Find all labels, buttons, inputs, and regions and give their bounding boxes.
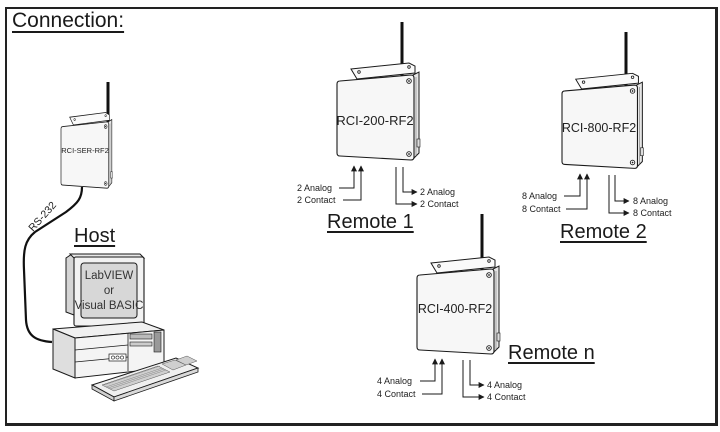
remote-2-output-analog: 8 Analog (633, 196, 668, 206)
remote-1-output-contact: 2 Contact (420, 199, 459, 209)
remote-n-input-analog: 4 Analog (377, 376, 412, 386)
remote-n-output-analog: 4 Analog (487, 380, 522, 390)
remote-n-output-contact: 4 Contact (487, 392, 526, 402)
remote-2-device: RCI-800-RF2 8 Analog 8 Contact 8 Analog … (522, 32, 672, 218)
diagram-title: Connection: (12, 9, 125, 32)
remote-n-caption: Remote n (508, 342, 595, 364)
host-device-label: RCI-SER-RF2 (61, 146, 109, 155)
screen-line-1: LabVIEW (85, 270, 134, 282)
remote-1-device-label: RCI-200-RF2 (336, 113, 413, 128)
screen-line-3: Visual BASIC (75, 300, 144, 312)
remote-2-device-label: RCI-800-RF2 (562, 121, 636, 135)
diagram-frame (5, 7, 718, 426)
remote-2-input-analog: 8 Analog (522, 191, 557, 201)
rs232-label: RS-232 (26, 199, 59, 234)
remote-1-input-analog: 2 Analog (297, 183, 332, 193)
remote-n-device-label: RCI-400-RF2 (418, 302, 492, 316)
host-computer-icon: LabVIEW or Visual BASIC (52, 253, 200, 402)
remote-2-caption: Remote 2 (560, 221, 647, 243)
keyboard-icon (90, 355, 200, 402)
remote-n-device: RCI-400-RF2 4 Analog 4 Contact 4 Analog … (377, 214, 526, 402)
remote-1-output-analog: 2 Analog (420, 187, 455, 197)
rs232-cable (22, 186, 84, 344)
remote-1-input-contact: 2 Contact (297, 195, 336, 205)
host-radio-device: RCI-SER-RF2 (60, 82, 113, 189)
remote-2-output-contact: 8 Contact (633, 208, 672, 218)
remote-n-input-contact: 4 Contact (377, 389, 416, 399)
remote-2-input-contact: 8 Contact (522, 204, 561, 214)
remote-1-device: RCI-200-RF2 2 Analog 2 Contact 2 Analog … (297, 22, 459, 209)
screen-line-2: or (104, 285, 114, 297)
remote-1-caption: Remote 1 (327, 211, 414, 233)
host-caption: Host (74, 225, 116, 247)
